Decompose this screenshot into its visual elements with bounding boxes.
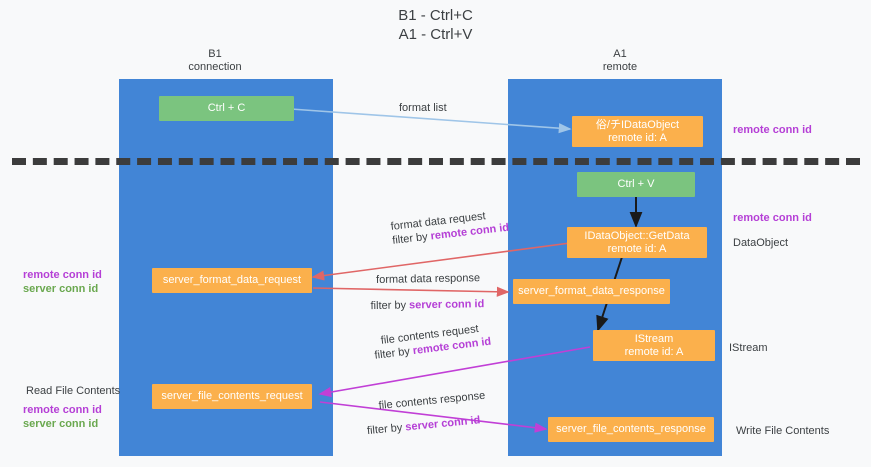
page-title: B1 - Ctrl+C A1 - Ctrl+V xyxy=(398,7,473,43)
filter-key-server-conn-id: server conn id xyxy=(404,414,481,434)
filter-prefix: filter by xyxy=(366,421,406,438)
column-header-a1: A1 remote xyxy=(602,48,638,73)
annotation-server-conn-id-left: server conn id xyxy=(23,283,99,295)
annotation-istream: IStream xyxy=(729,342,768,354)
filter-prefix: filter by xyxy=(370,299,410,313)
phase-divider xyxy=(12,158,860,165)
column-header-b1: B1 connection xyxy=(188,48,242,73)
filter-key-server-conn-id: server conn id xyxy=(408,298,485,312)
annotation-remote-conn-id-left-2: remote conn id xyxy=(23,404,102,416)
node-idataobject-remote[interactable]: 俗/チIDataObject remote id: A xyxy=(572,116,703,147)
filter-prefix: filter by xyxy=(391,230,432,247)
edge-label-file-contents-response-filter: filter by server conn id xyxy=(366,413,488,439)
node-ctrl-v[interactable]: Ctrl + V xyxy=(577,172,695,197)
annotation-write-file-contents: Write File Contents xyxy=(736,425,830,437)
annotation-read-file-contents: Read File Contents xyxy=(26,385,121,397)
annotation-remote-conn-id-left: remote conn id xyxy=(23,269,102,281)
edge-label-file-contents-response: file contents response xyxy=(378,389,486,412)
annotation-remote-conn-id-top: remote conn id xyxy=(733,124,812,136)
node-server-format-data-response[interactable]: server_format_data_response xyxy=(513,279,670,304)
edge-label-format-data-response: format data response xyxy=(376,272,481,286)
node-idataobject-getdata[interactable]: IDataObject::GetData remote id: A xyxy=(567,227,707,258)
node-ctrl-c[interactable]: Ctrl + C xyxy=(159,96,294,121)
edge-label-file-contents-response-group: file contents response filter by server … xyxy=(366,389,488,437)
edge-label-file-contents-request-group: file contents request filter by remote c… xyxy=(374,321,492,362)
edge-label-format-data-response-group: format data response filter by server co… xyxy=(370,271,484,313)
edge-label-format-list: format list xyxy=(399,102,447,114)
edge-label-format-data-request-group: format data request filter by remote con… xyxy=(390,207,510,248)
annotation-server-conn-id-left-2: server conn id xyxy=(23,418,99,430)
node-server-file-contents-response[interactable]: server_file_contents_response xyxy=(548,417,714,442)
filter-prefix: filter by xyxy=(373,345,414,362)
edge-label-format-data-response-filter: filter by server conn id xyxy=(370,297,484,313)
annotation-remote-conn-id-mid: remote conn id xyxy=(733,212,812,224)
annotation-data-object: DataObject xyxy=(733,237,789,249)
node-server-file-contents-request[interactable]: server_file_contents_request xyxy=(152,384,312,409)
node-server-format-data-request[interactable]: server_format_data_request xyxy=(152,268,312,293)
node-istream[interactable]: IStream remote id: A xyxy=(593,330,715,361)
